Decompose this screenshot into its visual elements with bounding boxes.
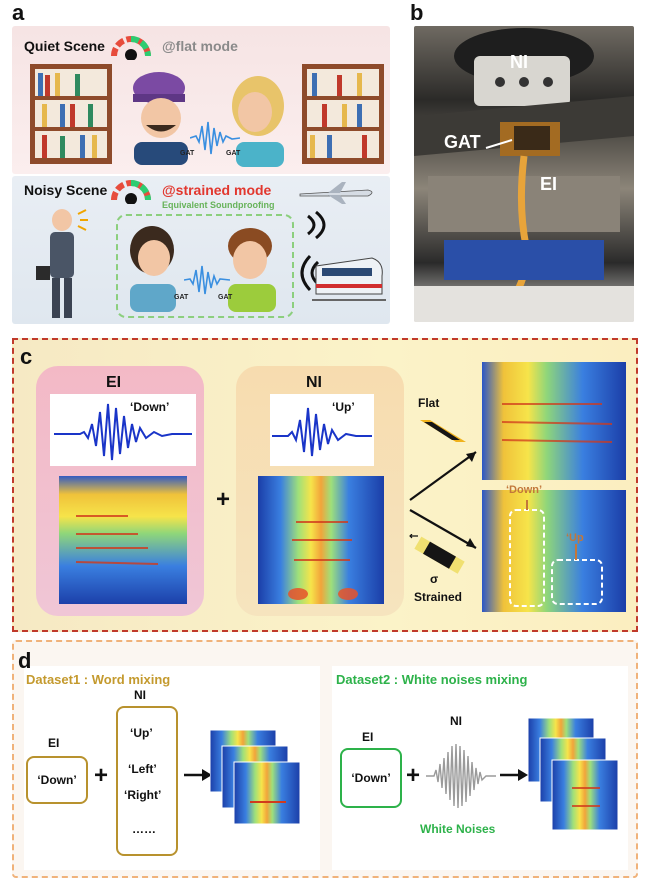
bookshelf-right-icon	[302, 64, 384, 164]
dataset1-plus: +	[94, 762, 109, 789]
strained-sensor-icon	[409, 534, 465, 574]
down-tag: ‘Down’	[506, 484, 543, 496]
gat-label: GAT	[444, 132, 481, 152]
ni-word-label: ‘Up’	[332, 400, 355, 414]
dataset1-spectrogram-stack	[210, 730, 301, 825]
strained-output-spectrogram	[482, 490, 626, 612]
gat-label-left: GAT	[174, 294, 189, 301]
arrows	[409, 451, 477, 549]
ei-waveform-box: ‘Down’	[50, 394, 196, 466]
white-noises-label: White Noises	[420, 822, 496, 836]
dataset2-plus: +	[406, 762, 421, 789]
ni-waveform-icon	[272, 407, 372, 457]
panel-c-letter: c	[20, 344, 33, 369]
ei-spectrogram	[59, 476, 187, 604]
man-with-beanie-icon	[133, 72, 188, 165]
ni-word-item: ‘Left’	[128, 762, 157, 776]
quiet-scene: Quiet Scene @flat mode	[12, 26, 390, 174]
dataset2-spectrogram-stack	[528, 718, 619, 831]
ni-label: NI	[510, 52, 528, 72]
dataset1-ni-label: NI	[134, 688, 146, 702]
dataset2-ei-word: ‘Down’	[351, 771, 391, 785]
dataset2-ei-label: EI	[362, 730, 374, 744]
ni-word-item: ‘Right’	[124, 788, 162, 802]
dataset1-title: Dataset1 : Word mixing	[26, 672, 171, 687]
dataset2-ni-label: NI	[450, 714, 462, 728]
ei-word-label: ‘Down’	[130, 400, 170, 414]
sigma-label: σ	[430, 572, 439, 586]
white-noise-waveform-icon	[426, 743, 496, 809]
strained-label: Strained	[414, 590, 463, 604]
ni-word-item: ……	[132, 822, 156, 836]
train-icon	[312, 257, 386, 301]
dataset1-ei-box: ‘Down’	[26, 756, 88, 804]
sound-waves-icon	[307, 210, 326, 240]
ei-label: EI	[540, 174, 558, 194]
panel-b-letter: b	[410, 0, 424, 25]
noisy-scene-title: Noisy Scene	[24, 182, 108, 198]
flat-sensor-icon	[420, 420, 466, 442]
dataset2-title: Dataset2 : White noises mixing	[336, 672, 528, 687]
panel-a-letter: a	[12, 0, 25, 25]
gat-label-left: GAT	[180, 150, 195, 157]
equivalent-soundproofing-label: Equivalent Soundproofing	[162, 200, 275, 210]
ni-title: NI	[306, 374, 322, 391]
dataset1-arrow	[184, 769, 212, 781]
man-on-phone-icon	[36, 209, 88, 318]
ni-word-item: ‘Up’	[130, 726, 153, 740]
gat-label-right: GAT	[218, 294, 233, 301]
flat-mode-label: @flat mode	[162, 38, 238, 54]
flat-output-spectrogram	[482, 362, 626, 480]
quiet-scene-title: Quiet Scene	[24, 38, 105, 54]
woman-blonde-icon	[232, 76, 284, 167]
dataset1-ni-box: ‘Up’ ‘Left’ ‘Right’ ……	[116, 706, 178, 856]
device-photo: NI GAT EI	[414, 26, 634, 322]
ni-spectrogram	[258, 476, 384, 604]
soundproof-zone	[116, 214, 294, 318]
pointer-line	[485, 139, 513, 149]
flat-label: Flat	[418, 396, 440, 410]
dataset2-arrow	[500, 769, 528, 781]
bookshelf-left-icon	[30, 64, 112, 164]
ni-waveform-box: ‘Up’	[270, 394, 374, 466]
dataset1-ei-label: EI	[48, 736, 60, 750]
man-brown-hair-icon	[228, 228, 276, 312]
decibel-gauge-icon	[111, 36, 151, 60]
woman-dark-hair-icon	[130, 226, 176, 312]
waveform-icon	[184, 265, 230, 295]
up-tag: ‘Up	[566, 532, 584, 544]
ei-title: EI	[106, 374, 122, 391]
decibel-gauge-icon	[111, 180, 151, 204]
plus-sign: +	[216, 486, 231, 513]
ei-waveform-icon	[54, 403, 192, 461]
gat-label-right: GAT	[226, 150, 241, 157]
dataset2-ei-box: ‘Down’	[340, 748, 402, 808]
panel-d-letter: d	[18, 648, 32, 673]
noisy-scene: Noisy Scene @strained mode Equivalent So…	[12, 176, 390, 324]
strained-mode-label: @strained mode	[162, 182, 272, 198]
dataset1-ei-word: ‘Down’	[37, 773, 77, 787]
waveform-icon	[190, 121, 240, 155]
airplane-icon	[299, 182, 373, 204]
